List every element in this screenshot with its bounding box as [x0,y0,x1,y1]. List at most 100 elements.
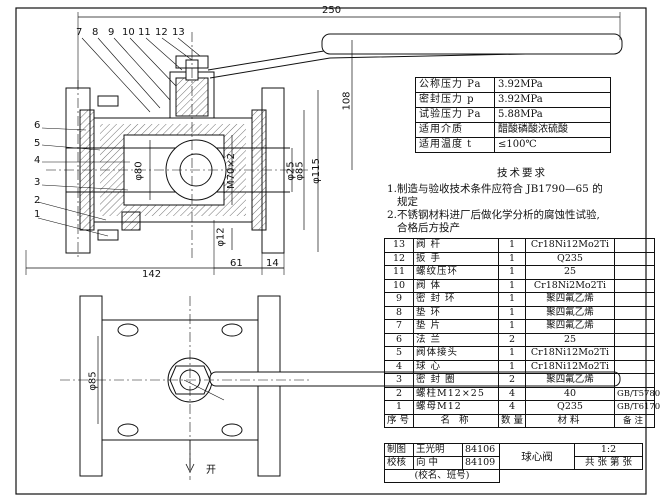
part-material: 聚四氟乙烯 [525,319,615,334]
callout-4: 4 [34,155,41,166]
requirement-line: 1.制造与验收技术条件应符合 JB1790—65 的 [387,183,603,195]
requirement-line: 合格后方投产 [397,222,460,234]
part-name: 螺柱M12×25 [413,386,499,401]
part-remark [614,359,655,374]
part-number: 10 [384,278,414,293]
school-class: (校名、班号) [384,469,500,483]
dim-phi-80: φ80 [133,161,145,181]
part-qty: 1 [498,305,526,320]
part-number: 6 [384,332,414,347]
part-name: 密 封 圈 [413,373,499,388]
part-remark [614,305,655,320]
dim-14: 14 [266,258,279,269]
part-name: 密 封 环 [413,292,499,307]
part-qty: 1 [498,359,526,374]
part-qty: 2 [498,373,526,388]
part-name: 扳 手 [413,251,499,266]
spec-key: 公称压力 Pa [415,77,495,93]
part-material: Cr18Ni12Mo2Ti [525,238,615,253]
part-qty: 1 [498,278,526,293]
sheet-count: 共 张 第 张 [574,456,643,470]
callout-1: 1 [34,209,41,220]
callout-12: 12 [155,27,168,38]
part-number: 4 [384,359,414,374]
part-remark: GB/T5780 [614,386,660,401]
drawing-title: 球心阀 [499,443,575,470]
dim-phi-85-top-view: φ85 [87,371,99,391]
spec-key: 适用温度 t [415,137,495,153]
requirement-line: 2.不锈钢材料进厂后做化学分析的腐蚀性试验, [387,209,600,221]
callout-5: 5 [34,138,41,149]
dim-phi-115: φ115 [310,158,322,184]
part-name: 螺母M12 [413,400,499,415]
callout-2: 2 [34,195,41,206]
scale: 1:2 [574,443,643,457]
part-material: Cr18Ni2Mo2Ti [525,278,615,293]
callout-8: 8 [92,27,99,38]
part-remark [614,265,655,280]
spec-value: ≤100℃ [494,137,611,153]
requirements-title: 技术要求 [497,167,547,179]
part-number: 13 [384,238,414,253]
bolt-top-left [97,95,119,107]
part-material: 25 [525,332,615,347]
part-material: 聚四氟乙烯 [525,373,615,388]
part-name: 法 兰 [413,332,499,347]
parts-header-row: 序号名 称数量材料备注 [384,413,655,428]
header-remark: 备注 [614,413,655,428]
dim-108: 108 [341,91,353,111]
header-material: 材料 [525,413,615,428]
checked-number: 84109 [462,456,500,470]
part-qty: 1 [498,265,526,280]
part-remark: GB/T6170 [614,400,660,415]
part-remark [614,346,655,361]
spec-key: 试验压力 Pa [415,107,495,123]
spec-key: 密封压力 p [415,92,495,108]
part-remark [614,332,655,347]
dim-250: 250 [322,5,342,16]
callout-11: 11 [138,27,151,38]
part-number: 2 [384,386,414,401]
spec-value: 5.88MPa [494,107,611,123]
part-material: Cr18Ni12Mo2Ti [525,359,615,374]
part-qty: 2 [498,332,526,347]
handle [321,33,623,55]
part-remark [614,319,655,334]
part-material: Cr18Ni12Mo2Ti [525,346,615,361]
requirement-line: 规定 [397,196,418,208]
part-number: 3 [384,373,414,388]
part-qty: 4 [498,386,526,401]
part-number: 9 [384,292,414,307]
bolt-bottom-left [97,229,119,241]
part-qty: 1 [498,319,526,334]
drawn-number: 84106 [462,443,500,457]
part-name: 垫 片 [413,319,499,334]
part-material: 聚四氟乙烯 [525,292,615,307]
dim-61: 61 [230,258,243,269]
part-material: 25 [525,265,615,280]
part-number: 5 [384,346,414,361]
header-no: 序号 [384,413,414,428]
part-name: 垫 环 [413,305,499,320]
part-number: 8 [384,305,414,320]
callout-9: 9 [108,27,115,38]
part-material: Q235 [525,400,615,415]
drawn-label: 制图 [384,443,414,457]
part-remark [614,278,655,293]
callout-10: 10 [122,27,135,38]
dim-142: 142 [142,269,162,280]
part-name: 阀 杆 [413,238,499,253]
